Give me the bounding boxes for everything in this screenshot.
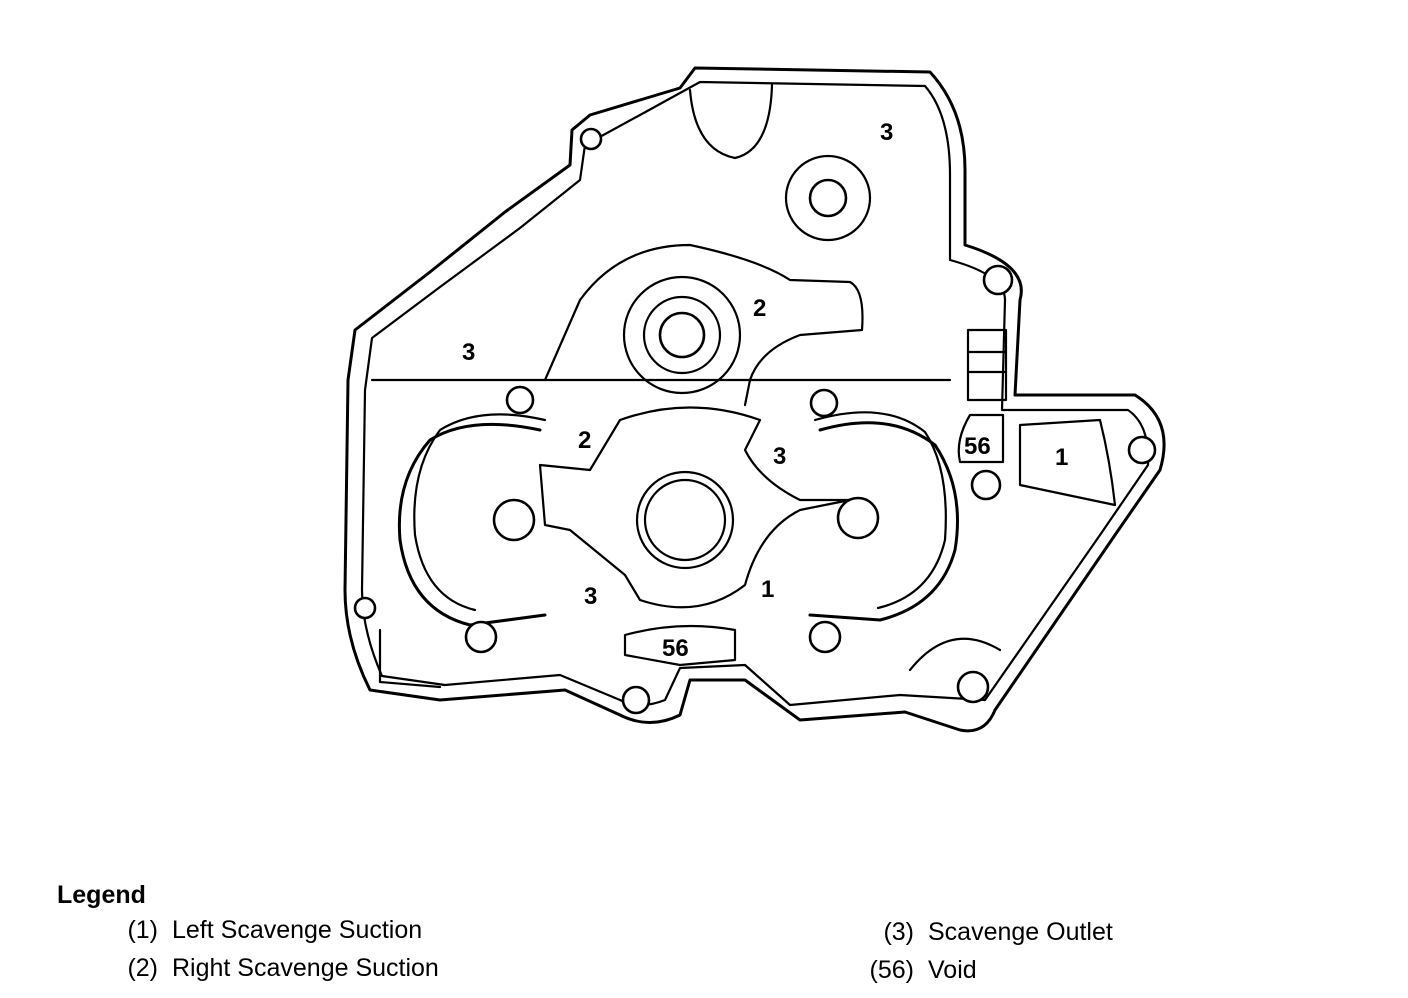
left-gear-pocket <box>397 422 547 627</box>
housing-inner-outline <box>360 80 1150 707</box>
center-gear-area <box>538 406 852 609</box>
legend-item-number: (3) <box>883 918 914 946</box>
label-left-scavenge-suction-right: 1 <box>1055 444 1068 471</box>
legend-item-text: Scavenge Outlet <box>928 918 1113 946</box>
right-gear-pocket <box>808 421 959 622</box>
scavenge-pump-cover-diagram: 3 2 3 2 3 56 1 3 1 56 <box>343 66 1166 733</box>
label-right-scavenge-suction-upper: 2 <box>753 295 766 322</box>
label-right-scavenge-suction-center: 2 <box>578 427 591 454</box>
center-shaft-outer <box>635 470 735 570</box>
bolt-hole <box>808 620 842 654</box>
label-void-upper: 56 <box>964 433 991 460</box>
bolt-hole <box>464 620 498 654</box>
bolt-hole <box>970 469 1002 501</box>
lower-right-boss <box>908 637 1002 672</box>
bolt-hole <box>956 670 990 704</box>
bolt-hole <box>579 127 603 151</box>
bolt-hole <box>492 498 536 542</box>
housing-outline <box>343 66 1166 733</box>
legend-item-text: Right Scavenge Suction <box>172 954 439 982</box>
bolt-hole <box>982 264 1014 296</box>
label-left-scavenge-suction-center: 1 <box>761 576 774 603</box>
legend-item: (56) Void <box>862 956 977 985</box>
bolt-hole <box>836 496 880 540</box>
bolt-hole <box>353 596 377 620</box>
legend-title: Legend <box>57 881 146 909</box>
label-void-lower: 56 <box>662 635 689 662</box>
bolt-hole <box>505 385 535 415</box>
upper-passage <box>543 243 864 407</box>
shaft-mid <box>642 295 722 375</box>
bolt-hole <box>1127 435 1157 465</box>
right-tab-lines <box>966 350 1008 374</box>
lower-left-bracket <box>378 628 442 689</box>
label-scavenge-outlet-upper-left: 3 <box>462 339 475 366</box>
label-scavenge-outlet-center: 3 <box>773 443 786 470</box>
shaft-outer <box>622 275 742 395</box>
label-scavenge-outlet-top-right: 3 <box>880 119 893 146</box>
bolt-hole <box>621 685 651 715</box>
lower-void <box>623 624 737 667</box>
left-gear-pocket-inner <box>413 413 547 612</box>
legend-item-number: (1) <box>127 916 158 944</box>
upper-seal-outer <box>784 154 872 242</box>
shaft-inner <box>658 311 706 359</box>
legend-item: (2) Right Scavenge Suction <box>120 954 439 983</box>
upper-seal-inner <box>808 178 848 218</box>
legend-item-number: (2) <box>127 954 158 982</box>
legend-item-number: (56) <box>869 956 914 984</box>
right-tab <box>966 328 1008 402</box>
label-scavenge-outlet-lower: 3 <box>584 583 597 610</box>
legend-item-text: Void <box>928 956 977 984</box>
right-gear-pocket-inner <box>813 411 947 610</box>
bolt-hole <box>809 388 839 418</box>
legend-item: (1) Left Scavenge Suction <box>120 916 422 945</box>
right-inlet-port <box>1018 418 1117 507</box>
top-notch <box>688 83 774 160</box>
center-shaft-inner <box>643 478 727 562</box>
upper-void <box>957 413 1005 464</box>
legend-item-text: Left Scavenge Suction <box>172 916 423 944</box>
legend-item: (3) Scavenge Outlet <box>862 918 1113 947</box>
